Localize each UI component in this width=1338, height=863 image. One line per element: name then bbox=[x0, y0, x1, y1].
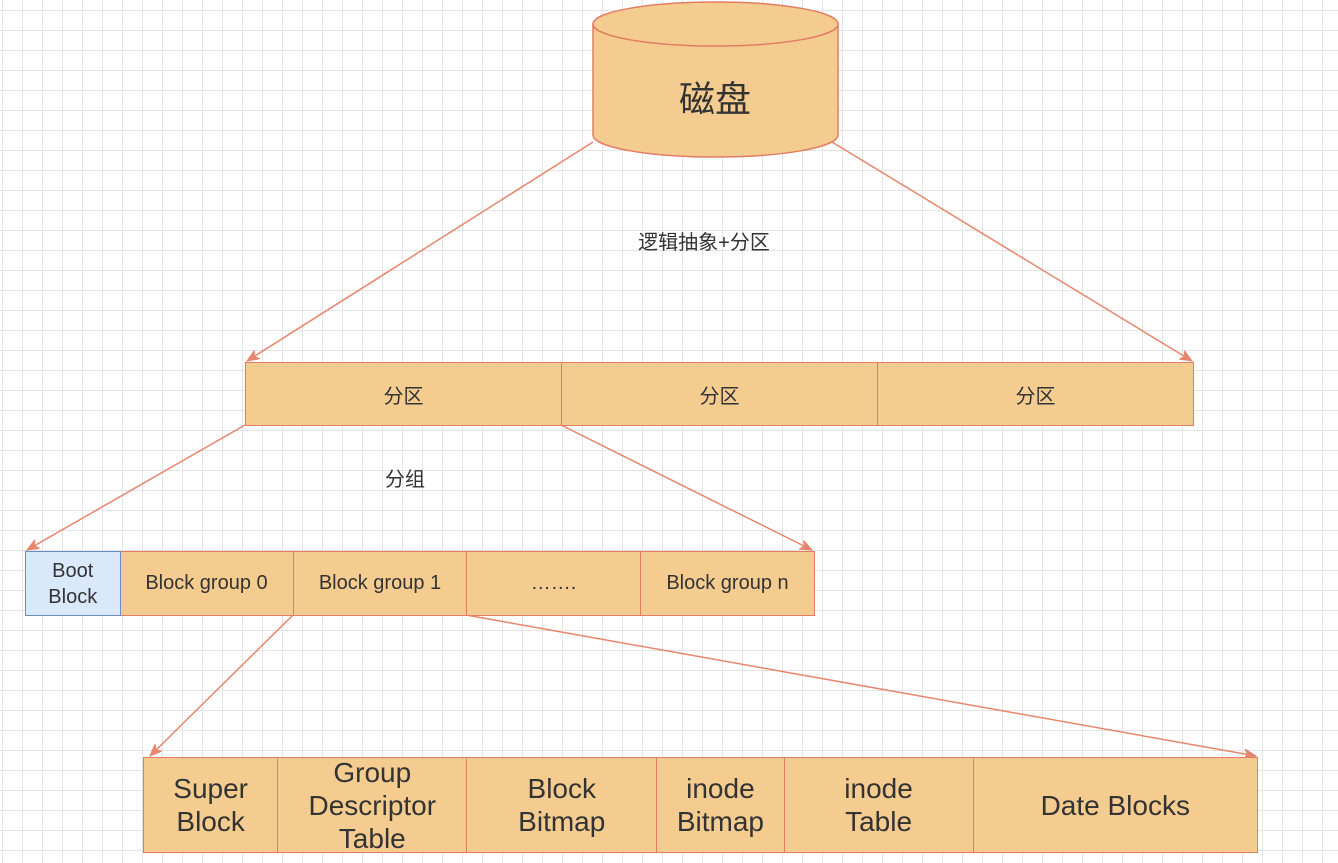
disk-cylinder bbox=[592, 1, 839, 158]
edge-disk-to-partition-right bbox=[831, 141, 1192, 361]
edge-label-grouping: 分组 bbox=[385, 469, 425, 491]
partition-label: 分区 bbox=[383, 385, 424, 408]
boot-block-label: Boot Block bbox=[48, 559, 98, 608]
partition-label: 分区 bbox=[1015, 385, 1056, 408]
inode-table: inode Table bbox=[783, 758, 973, 852]
block-group-label: Block group 0 bbox=[145, 572, 268, 594]
block-group-row: Block group 0 Block group 1 ……. Block gr… bbox=[119, 551, 815, 616]
partition-cell: 分区 bbox=[246, 363, 561, 425]
structure-label: Group Descriptor Table bbox=[308, 756, 437, 854]
group-structure-row: Super Block Group Descriptor Table Block… bbox=[143, 756, 1258, 854]
partition-cell: 分区 bbox=[561, 363, 877, 425]
data-blocks: Date Blocks bbox=[972, 758, 1257, 852]
edge-block-group-to-structure-left bbox=[150, 614, 294, 756]
block-group-n: Block group n bbox=[640, 552, 814, 615]
inode-bitmap: inode Bitmap bbox=[656, 758, 783, 852]
disk-label: 磁盘 bbox=[678, 78, 752, 120]
edge-disk-to-partition-left bbox=[247, 141, 594, 361]
edge-label-partitioning: 逻辑抽象+分区 bbox=[638, 232, 770, 254]
disk-cylinder-body bbox=[592, 23, 839, 158]
block-group-1: Block group 1 bbox=[293, 552, 466, 615]
block-group-label: Block group 1 bbox=[318, 572, 442, 594]
group-descriptor-table: Group Descriptor Table bbox=[277, 756, 466, 854]
structure-label: inode Bitmap bbox=[676, 773, 764, 837]
block-group-label: ……. bbox=[530, 572, 577, 594]
edge-partition-to-block-groups-left bbox=[27, 424, 246, 551]
block-bitmap: Block Bitmap bbox=[466, 758, 656, 852]
partition-row: 分区 分区 分区 bbox=[245, 362, 1194, 426]
super-block: Super Block bbox=[144, 758, 277, 852]
partition-cell: 分区 bbox=[877, 363, 1193, 425]
block-group-label: Block group n bbox=[666, 572, 789, 594]
structure-label: inode Table bbox=[844, 773, 913, 837]
structure-label: Block Bitmap bbox=[518, 773, 606, 837]
block-group-0: Block group 0 bbox=[120, 552, 293, 615]
block-group-ellipsis: ……. bbox=[466, 552, 640, 615]
edge-partition-to-block-groups-right bbox=[560, 424, 812, 551]
partition-label: 分区 bbox=[699, 385, 740, 408]
structure-label: Super Block bbox=[173, 773, 248, 837]
boot-block: Boot Block bbox=[25, 551, 121, 616]
edge-block-group-to-structure-right bbox=[465, 614, 1256, 756]
structure-label: Date Blocks bbox=[1040, 789, 1190, 821]
disk-cylinder-top bbox=[592, 1, 839, 47]
